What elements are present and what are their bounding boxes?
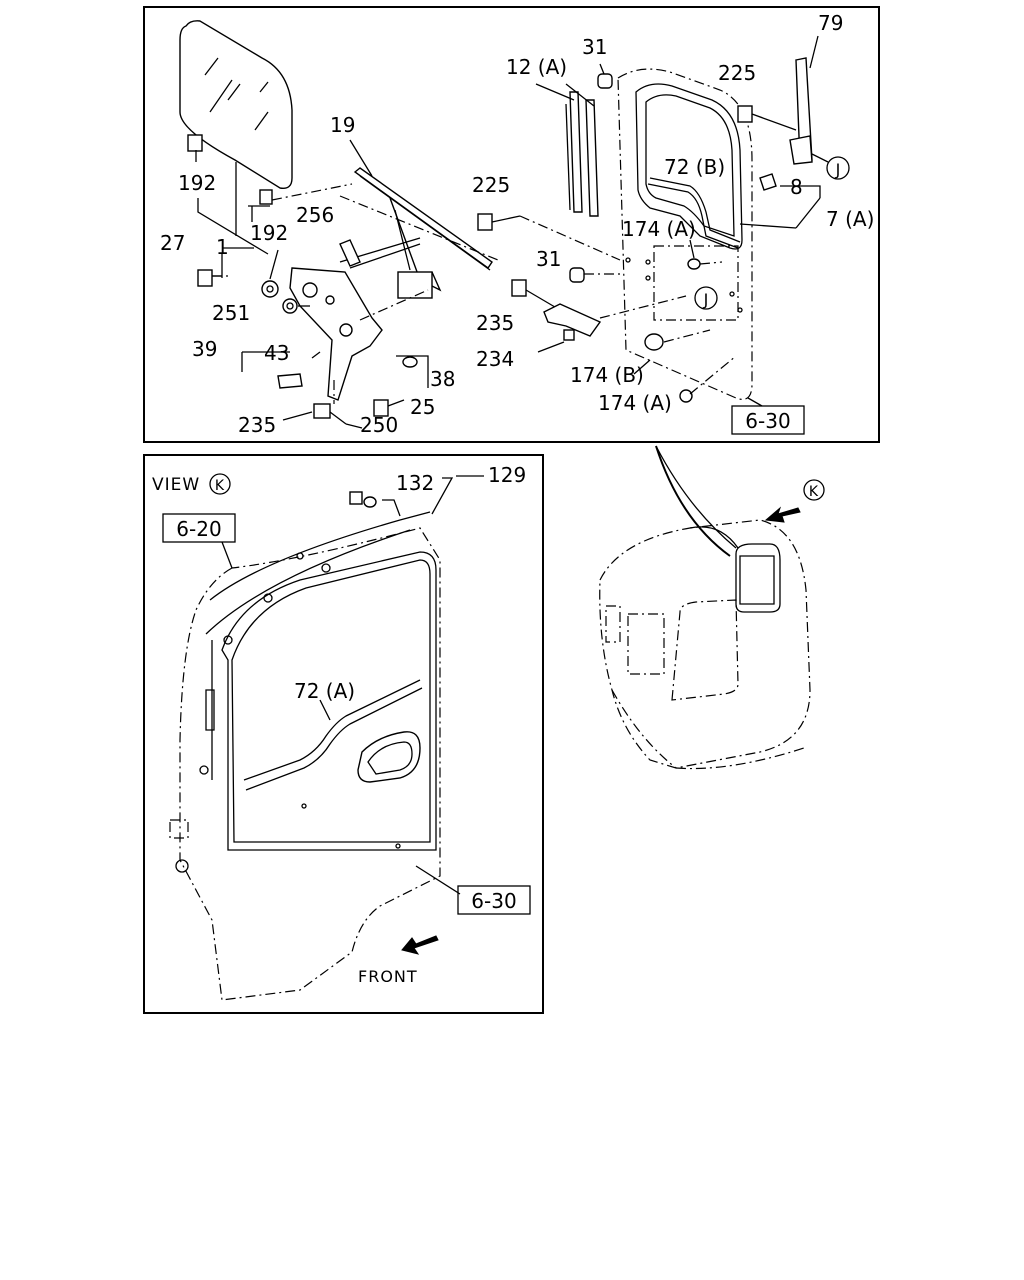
callout-250: 250: [360, 413, 398, 437]
callout-192-right: 192: [250, 221, 288, 245]
callout-8: 8: [790, 175, 803, 199]
bolt-27: [197, 269, 222, 287]
callout-256: 256: [296, 203, 334, 227]
callout-27: 27: [160, 231, 185, 255]
bolt-235-lower: [313, 403, 347, 425]
callout-39: 39: [192, 337, 217, 361]
part-132: [349, 491, 377, 508]
nut-251: [282, 298, 298, 314]
ref-box-6-30-upper[interactable]: 6-30: [731, 405, 805, 435]
view-k-circle: K: [209, 473, 231, 495]
callout-1: 1: [216, 235, 229, 259]
front-label: FRONT: [358, 967, 418, 986]
window-glass: [179, 20, 293, 189]
clip-31-lower: [569, 267, 624, 283]
cab-view: K: [599, 445, 825, 770]
callout-234: 234: [476, 347, 514, 371]
callout-38: 38: [430, 367, 455, 391]
clip-31-upper: [597, 73, 613, 89]
callout-43: 43: [264, 341, 289, 365]
upper-panel: J J 79 31 12 (A) 225 19 225 72 (B) 8 7 (…: [143, 6, 880, 443]
front-arrow-icon: [401, 935, 439, 955]
callout-129: 129: [488, 463, 526, 487]
plug-174a-top: [687, 258, 701, 270]
callout-79: 79: [818, 11, 843, 35]
clip-39: [277, 373, 303, 389]
view-k-arrow-icon: [764, 506, 801, 523]
cab-outline: [599, 519, 811, 770]
circle-j-upper-label: J: [835, 160, 841, 179]
nut-256: [261, 280, 279, 298]
callout-132: 132: [396, 471, 434, 495]
callout-251: 251: [212, 301, 250, 325]
ref-box-6-30-lower-label: 6-30: [471, 889, 516, 913]
circle-j-upper: J: [826, 156, 850, 180]
callout-12a: 12 (A): [506, 55, 567, 79]
callout-31-top: 31: [582, 35, 607, 59]
upper-panel-frame: [143, 6, 880, 443]
callout-235-upper: 235: [476, 311, 514, 335]
circle-j-lower-label: J: [703, 290, 709, 309]
callout-72a: 72 (A): [294, 679, 355, 703]
view-label: VIEW: [152, 475, 200, 495]
cab-view-k-circle-label: K: [809, 484, 819, 500]
circle-j-lower: J: [694, 286, 718, 310]
callout-174b: 174 (B): [570, 363, 644, 387]
callout-225-top: 225: [718, 61, 756, 85]
glass-clip-left: [187, 134, 203, 162]
callout-174a-bottom: 174 (A): [598, 391, 672, 415]
view-k-panel: VIEW K 6-20: [143, 454, 544, 1014]
callout-235-lower: 235: [238, 413, 276, 437]
door-panel-view-k: [169, 511, 441, 1001]
weatherstrip-72a: [243, 679, 423, 791]
ref-box-6-20-label: 6-20: [176, 517, 221, 541]
channel-79: [789, 57, 813, 165]
callout-19: 19: [330, 113, 355, 137]
plug-174b: [644, 333, 664, 351]
bolt-225-upper: [737, 105, 797, 131]
window-regulator: [339, 167, 493, 299]
callout-72b: 72 (B): [664, 155, 725, 179]
cab-view-k-circle: K: [803, 479, 825, 501]
plug-174a-bottom: [679, 389, 693, 403]
view-k-frame: [143, 454, 544, 1014]
callout-7a: 7 (A): [826, 207, 874, 231]
bolt-225-left: [477, 213, 521, 231]
door-panel-upper: [617, 68, 753, 400]
callout-31-lower: 31: [536, 247, 561, 271]
washer-38: [402, 356, 418, 368]
callout-192-left: 192: [178, 171, 216, 195]
ref-box-6-30-upper-label: 6-30: [745, 409, 790, 433]
bracket-234: [543, 303, 602, 341]
callout-25: 25: [410, 395, 435, 419]
run-channel: [565, 91, 599, 217]
callout-225-left: 225: [472, 173, 510, 197]
glass-clip-right: [259, 189, 273, 205]
ref-box-6-30-lower[interactable]: 6-30: [457, 885, 531, 915]
regulator-plate: [289, 267, 383, 401]
callout-174a-top: 174 (A): [622, 217, 696, 241]
bolt-235-upper: [511, 279, 561, 311]
door-handle[interactable]: [357, 731, 421, 783]
clip-8: [759, 173, 777, 191]
view-k-circle-label: K: [215, 478, 225, 494]
ref-box-6-20[interactable]: 6-20: [162, 513, 236, 543]
bolt-25: [373, 399, 405, 417]
